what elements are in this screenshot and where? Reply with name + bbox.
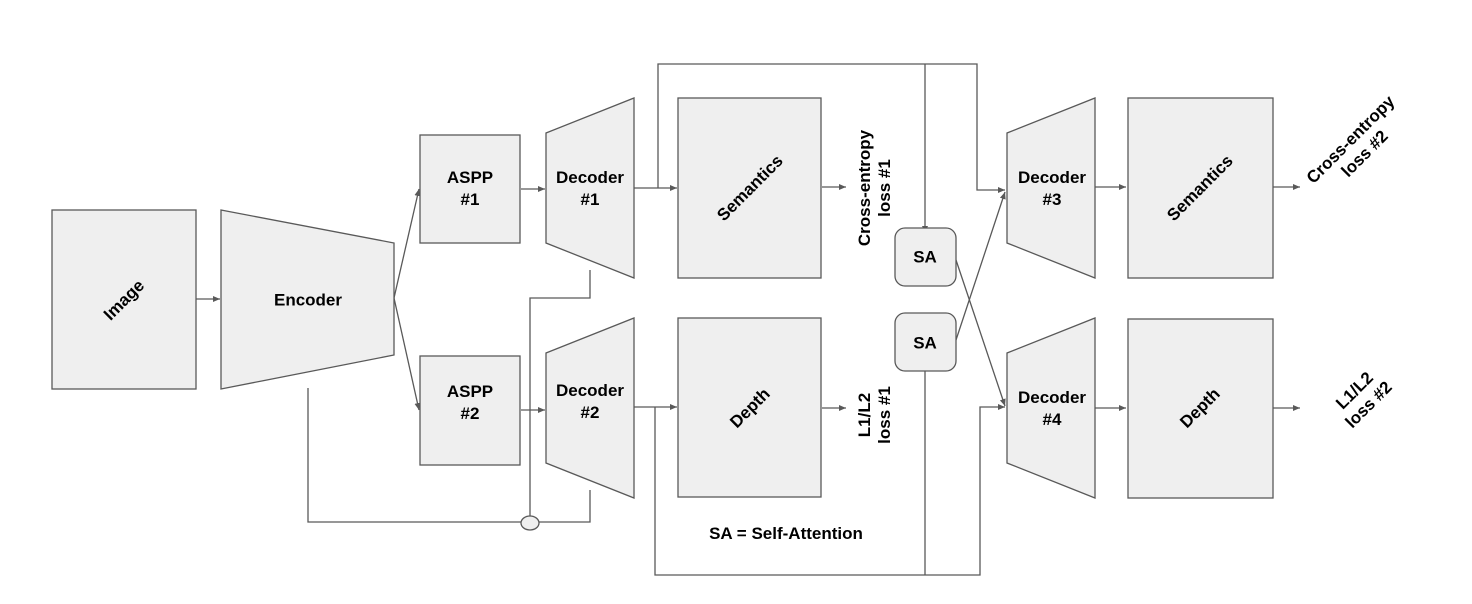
decoder2-block: Decoder #2 (545, 317, 635, 499)
aspp2-label-line2: #2 (461, 404, 480, 423)
l1l2-loss1-line1: L1/L2 (855, 393, 874, 437)
arrow-sa-top-to-decoder4 (955, 259, 1006, 407)
arrow-decoder1-to-decoder3 (657, 63, 1005, 193)
connections (196, 63, 1300, 576)
decoder2-label-line2: #2 (581, 403, 600, 422)
ce-loss1-label: Cross-entropy loss #1 (855, 129, 894, 246)
decoder4-label-line2: #4 (1043, 410, 1062, 429)
depth1-block: Depth (677, 317, 822, 498)
skip-connection-line (307, 388, 591, 523)
decoder1-label-line1: Decoder (556, 168, 624, 187)
image-block: Image (51, 209, 197, 390)
ce-loss1-line1: Cross-entropy (855, 129, 874, 246)
decoder1-block: Decoder #1 (545, 97, 635, 279)
aspp1-block: ASPP #1 (419, 134, 521, 244)
skip-junction-node (520, 515, 540, 531)
skip-connection-branch-line (529, 270, 591, 522)
decoder3-label-line1: Decoder (1018, 168, 1086, 187)
decoder2-label-line1: Decoder (556, 381, 624, 400)
semantics1-block: Semantics (677, 97, 822, 279)
semantics2-block: Semantics (1127, 97, 1274, 279)
arrow-decoder2-to-decoder4 (654, 404, 1005, 576)
ce-loss1-line2: loss #1 (875, 159, 894, 217)
sa-bottom-block: SA (894, 312, 957, 372)
arrow-sa-bottom-to-decoder3 (955, 191, 1006, 341)
sa-top-block: SA (894, 227, 957, 287)
l1l2-loss1-line2: loss #1 (875, 386, 894, 444)
sa-bottom-label: SA (913, 334, 937, 353)
ce-loss2-label: Cross-entropy loss #2 (1303, 91, 1399, 187)
decoder4-label-line1: Decoder (1018, 388, 1086, 407)
sa-top-label: SA (913, 248, 937, 267)
encoder-label: Encoder (274, 291, 342, 310)
legend-text: SA = Self-Attention (709, 524, 863, 543)
decoder3-block: Decoder #3 (1006, 97, 1096, 279)
decoder3-label-line2: #3 (1043, 190, 1062, 209)
l1l2-loss2-label: L1/L2 loss #2 (1332, 368, 1396, 432)
aspp2-block: ASPP #2 (419, 355, 521, 466)
l1l2-loss1-label: L1/L2 loss #1 (855, 386, 894, 444)
aspp1-label-line2: #1 (461, 190, 480, 209)
depth2-block: Depth (1127, 318, 1274, 499)
aspp2-label-line1: ASPP (447, 382, 493, 401)
aspp1-label-line1: ASPP (447, 168, 493, 187)
decoder1-label-line2: #1 (581, 190, 600, 209)
decoder4-block: Decoder #4 (1006, 317, 1096, 499)
encoder-block: Encoder (220, 209, 395, 390)
arrow-encoder-to-aspp2 (393, 297, 421, 411)
arrow-encoder-to-aspp1 (393, 188, 421, 299)
